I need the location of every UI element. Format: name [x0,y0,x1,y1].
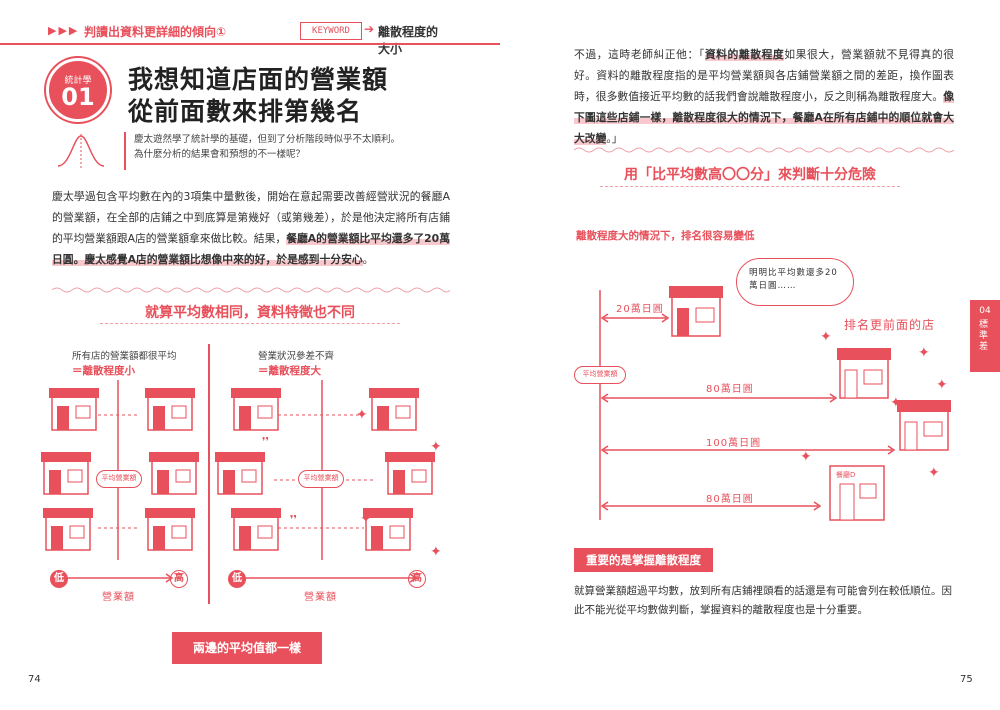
diff-c-label: 100萬日圓 [706,438,762,449]
body-text-end: 。 [362,253,374,266]
store-d-icon [829,465,885,521]
header-section-title: 判讀出資料更詳細的傾向① [84,25,227,39]
store-icon-r6 [363,508,413,551]
avg-tag-left: 平均營業額 [96,470,142,488]
para-text-a: 不過，這時老師糾正他：「 [574,48,705,61]
body-paragraph: 慶太學過包含平均數在內的3項集中量數後，開始在意起需要改善經營狀況的餐廳A的營業… [52,186,450,270]
chart-title: 離散程度大的情況下，排名很容易變低 [576,230,755,242]
key-point-heading: 重要的是掌握離散程度 [574,548,713,572]
subhead-same-mean: 就算平均數相同，資料特徵也不同 [145,305,355,321]
subhead-underline-right [600,186,900,187]
badge-number: 01 [61,83,95,111]
sweat-icon: ❜❜ [290,513,298,526]
keyword-tag: KEYWORD [300,22,362,40]
speech-bubble: 明明比平均數還多20萬日圓…… [736,258,854,306]
high-label-right: 高 [408,570,426,588]
keyword-text: 離散程度的大小 [378,25,439,56]
store-icon-r4 [385,452,435,495]
sparkle-icon: ✦ [800,449,812,465]
intro-line1: 慶太遊然學了統計學的基礎，但到了分析階段時似乎不太順利。 [134,134,401,145]
store-b-label: 餐廳B [852,353,871,361]
left-diagram-label: ＝離散程度小 [72,365,135,377]
bell-curve-icon [57,134,105,168]
sparkle-icon: ✦ [820,329,832,345]
store-icon-l1 [49,388,99,431]
store-icon-l5 [43,508,93,551]
store-b-icon [837,348,891,399]
badge-top-label: 統計學 [64,76,92,86]
avg-tag-ranking: 平均營業額 [574,366,626,384]
sparkle-icon: ✦ [430,544,442,560]
store-icon-r5 [231,508,281,551]
sparkle-icon: ✦ [936,377,948,393]
sparkle-icon: ✦ [360,511,372,527]
left-page: ▶▶▶ 判讀出資料更詳細的傾向① KEYWORD ➔ 離散程度的大小 統計學 0… [0,22,500,685]
sparkle-icon: ✦ [356,407,368,423]
sparkle-icon: ✦ [928,465,940,481]
same-mean-banner: 兩邊的平均值都一樣 [172,632,322,664]
diff-a-label: 20萬日圓 [616,304,664,315]
high-label-left: 高 [170,570,188,588]
low-label-right: 低 [228,570,246,588]
subhead-underline [100,323,400,324]
para-highlight-term: 資料的離散程度 [704,48,785,61]
para-text-e: 。」 [606,132,623,145]
page-number-left: 74 [28,674,41,685]
intro-line2: 為什麼分析的結果會和預想的不一樣呢？ [134,149,306,160]
chapter-side-tab: 04 標準差 [970,300,1000,372]
subhead-danger: 用「比平均數高〇〇分」來判斷十分危險 [624,167,876,183]
store-icon-r1 [231,388,281,431]
wavy-divider-right [574,147,954,153]
store-a-label: 餐廳A [682,291,701,299]
sweat-icon: ❜❜ [262,435,270,448]
store-icon-l6 [145,508,195,551]
page-title-line1: 我想知道店面的營業額 [128,65,389,94]
key-point-text: 就算營業額超過平均數，放到所有店鋪裡頭看的話還是有可能會列在較低順位。因此不能光… [574,585,952,616]
section-header: ▶▶▶ 判讀出資料更詳細的傾向① KEYWORD ➔ 離散程度的大小 [48,22,448,56]
side-tab-text: 標準差 [979,320,989,352]
store-icon-l2 [145,388,195,431]
low-dispersion-diagram [41,380,199,583]
store-c-label: 餐廳C [910,405,929,413]
para-text-c: 如果很大，營業額就不見得真的很好。資料的離散程度指的是平均營業額與各店鋪營業額之… [574,48,955,103]
side-tab-number: 04 [979,306,991,316]
right-diagram-caption: 營業狀況參差不齊 [258,351,335,362]
diff-b-label: 80萬日圓 [706,384,754,395]
store-a-icon [669,286,723,337]
page-number-right: 75 [960,674,973,685]
store-icon-l4 [149,452,199,495]
sweat-icon: ❜❜ [270,365,278,378]
speech-bubble-text: 明明比平均數還多20萬日圓…… [749,268,838,291]
note-more-front: 排名更前面的店 [844,318,936,332]
page-title-line2: 從前面數來排第幾名 [128,97,363,126]
body-highlight-2: 於是感到十分安心 [276,253,363,266]
lesson-badge: 統計學 01 [46,58,110,122]
store-icon-r3 [215,452,265,495]
intro-box: 慶太遊然學了統計學的基礎，但到了分析階段時似乎不太順利。 為什麼分析的結果會和預… [124,132,444,170]
sparkle-icon: ✦ [430,439,442,455]
right-diagram-label: ＝離散程度大 [258,365,321,377]
axis-label-right: 營業額 [304,592,337,603]
ranking-diagram [599,286,951,521]
header-arrows: ▶▶▶ [48,24,80,37]
axis-label-left: 營業額 [102,592,135,603]
diff-d-label: 80萬日圓 [706,494,754,505]
header-line [0,43,500,45]
high-dispersion-diagram [215,380,435,583]
low-label-left: 低 [50,570,68,588]
right-page: 不過，這時老師糾正他：「資料的離散程度如果很大，營業額就不見得真的很好。資料的離… [500,0,1000,710]
body-text-1: 慶太學過包含平均數在內的3項集中量數後，開始在意起需要改善經營狀況的餐廳A的營業… [52,190,450,245]
sparkle-icon: ✦ [918,345,930,361]
store-d-label: 餐廳D [836,471,856,479]
left-diagram-caption: 所有店的營業額都很平均 [72,351,177,362]
sparkle-icon: ✦ [890,395,902,411]
avg-tag-right: 平均營業額 [298,470,344,488]
keyword-arrow-icon: ➔ [364,22,375,36]
store-c-icon [897,400,951,451]
diagram-divider [208,344,210,604]
wavy-divider [52,287,450,293]
right-paragraph: 不過，這時老師糾正他：「資料的離散程度如果很大，營業額就不見得真的很好。資料的離… [574,44,954,149]
store-icon-l3 [41,452,91,495]
store-icon-r2 [369,388,419,431]
